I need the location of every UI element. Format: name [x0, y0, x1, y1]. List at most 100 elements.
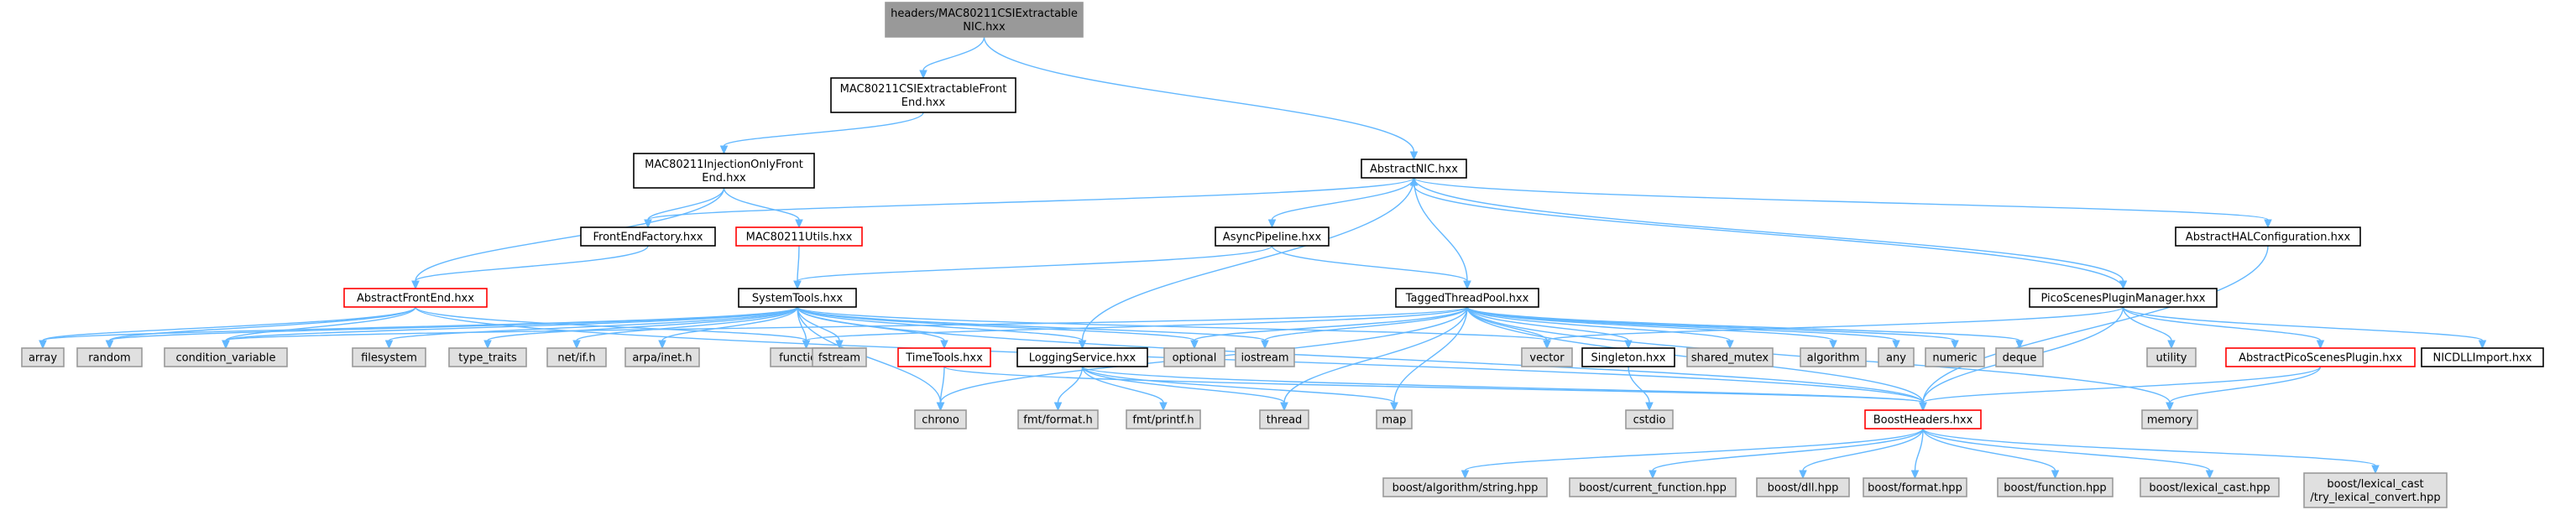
edge-line — [1081, 366, 1395, 403]
node-box — [1521, 347, 1573, 367]
node-numeric[interactable]: numeric — [1925, 347, 1985, 367]
node-fmtprintf[interactable]: fmt/printf.h — [1126, 409, 1201, 429]
node-box — [624, 347, 700, 367]
edge-taggedthreadpool-to-iostream — [1261, 306, 1468, 350]
node-arpainet[interactable]: arpa/inet.h — [624, 347, 700, 367]
node-fmtformat[interactable]: fmt/format.h — [1017, 409, 1099, 429]
node-label: End.hxx — [702, 172, 746, 185]
node-bcurfunc[interactable]: boost/current_function.hpp — [1569, 477, 1737, 497]
node-taggedthreadpool[interactable]: TaggedThreadPool.hxx — [1395, 288, 1539, 308]
node-btrylex[interactable]: boost/lexical_cast/try_lexical_convert.h… — [2303, 472, 2448, 508]
node-array[interactable]: array — [21, 347, 65, 367]
node-deque[interactable]: deque — [1995, 347, 2044, 367]
edge-line — [1413, 177, 2269, 221]
node-algorithm[interactable]: algorithm — [1800, 347, 1867, 367]
node-loggingservice[interactable]: LoggingService.hxx — [1016, 347, 1148, 367]
node-condvar[interactable]: condition_variable — [164, 347, 288, 367]
edge-arrowhead — [1799, 470, 1807, 480]
node-any[interactable]: any — [1878, 347, 1915, 367]
node-label: net/if.h — [557, 352, 595, 365]
node-halconfig[interactable]: AbstractHALConfiguration.hxx — [2175, 226, 2361, 247]
node-bdll[interactable]: boost/dll.hpp — [1756, 477, 1850, 497]
edge-line — [415, 187, 725, 282]
node-box — [1376, 409, 1413, 429]
node-asyncpipeline[interactable]: AsyncPipeline.hxx — [1215, 226, 1330, 247]
node-random[interactable]: random — [76, 347, 143, 367]
edge-arrowhead — [1910, 470, 1920, 480]
node-boostheaders[interactable]: BoostHeaders.hxx — [1864, 409, 1982, 429]
node-bstring[interactable]: boost/algorithm/string.hpp — [1382, 477, 1548, 497]
edge-arrowhead — [2015, 340, 2024, 350]
edge-boostheaders-to-bfunction — [1922, 428, 2060, 480]
node-singleton[interactable]: Singleton.hxx — [1581, 347, 1675, 367]
node-timetools[interactable]: TimeTools.hxx — [897, 347, 991, 367]
node-label: fstream — [818, 352, 860, 365]
node-memory[interactable]: memory — [2141, 409, 2198, 429]
edge-boostheaders-to-btrylex — [1922, 428, 2380, 475]
node-label: FrontEndFactory.hxx — [593, 232, 703, 244]
edge-abstractnic-to-loggingservice — [1078, 177, 1415, 350]
node-abstractplugin[interactable]: AbstractPicoScenesPlugin.hxx — [2225, 347, 2416, 367]
node-box — [1581, 347, 1675, 367]
edge-arrowhead — [1261, 340, 1269, 350]
edge-arrowhead — [1543, 340, 1551, 350]
node-box — [1569, 477, 1737, 497]
edge-systemtools-to-random — [105, 306, 798, 350]
edge-loggingservice-to-fmtprintf — [1081, 366, 1168, 412]
edge-line — [1271, 245, 1468, 282]
edge-line — [2122, 306, 2484, 341]
edge-line — [1464, 428, 1924, 471]
node-label: TaggedThreadPool.hxx — [1405, 293, 1529, 305]
node-sharedmutex[interactable]: shared_mutex — [1686, 347, 1774, 367]
edge-line — [1802, 428, 1924, 471]
edge-arrowhead — [1409, 151, 1419, 161]
edge-line — [797, 306, 1266, 341]
node-filesystem[interactable]: filesystem — [352, 347, 426, 367]
edge-line — [1283, 306, 1468, 403]
node-systemtools[interactable]: SystemTools.hxx — [738, 288, 857, 308]
node-abstractnic[interactable]: AbstractNIC.hxx — [1361, 159, 1467, 179]
node-utility[interactable]: utility — [2146, 347, 2197, 367]
node-map[interactable]: map — [1376, 409, 1413, 429]
node-nicdll[interactable]: NICDLLImport.hxx — [2421, 347, 2544, 367]
node-typetraits[interactable]: type_traits — [448, 347, 527, 367]
edge-arrowhead — [1624, 340, 1633, 350]
node-iostream[interactable]: iostream — [1235, 347, 1295, 367]
edge-pluginmanager-to-utility — [2122, 306, 2176, 350]
edge-arrowhead — [644, 219, 652, 229]
edge-line — [2122, 306, 2172, 341]
node-thread[interactable]: thread — [1259, 409, 1309, 429]
node-frontendfactory[interactable]: FrontEndFactory.hxx — [580, 226, 716, 247]
node-label: BoostHeaders.hxx — [1873, 414, 1973, 427]
node-utils[interactable]: MAC80211Utils.hxx — [735, 226, 863, 247]
node-label: thread — [1267, 414, 1303, 427]
node-bformat[interactable]: boost/format.hpp — [1863, 477, 1967, 497]
edge-boostheaders-to-bcurfunc — [1649, 428, 1924, 480]
node-cstdio[interactable]: cstdio — [1625, 409, 1674, 429]
node-blexcast[interactable]: boost/lexical_cast.hpp — [2140, 477, 2280, 497]
edge-line — [1922, 366, 2322, 403]
node-box — [1361, 159, 1467, 179]
edge-arrowhead — [2167, 340, 2176, 350]
node-bfunction[interactable]: boost/function.hpp — [1997, 477, 2114, 497]
edge-line — [1081, 177, 1415, 341]
node-netif[interactable]: net/if.h — [546, 347, 607, 367]
node-chrono[interactable]: chrono — [914, 409, 967, 429]
edge-line — [647, 177, 1415, 221]
edge-line — [1914, 428, 1924, 471]
node-fstream[interactable]: fstream — [812, 347, 867, 367]
node-box — [2141, 409, 2198, 429]
edge-arrowhead — [1409, 176, 1419, 186]
edge-line — [1922, 428, 2376, 466]
node-label: map — [1382, 414, 1407, 427]
node-abstractfrontend[interactable]: AbstractFrontEnd.hxx — [343, 288, 488, 308]
node-optional[interactable]: optional — [1163, 347, 1225, 367]
node-label: AsyncPipeline.hxx — [1223, 232, 1322, 244]
node-pluginmanager[interactable]: PicoScenesPluginManager.hxx — [2029, 288, 2218, 308]
node-vector[interactable]: vector — [1521, 347, 1573, 367]
node-label: MAC80211Utils.hxx — [746, 232, 853, 244]
edge-line — [42, 306, 416, 341]
